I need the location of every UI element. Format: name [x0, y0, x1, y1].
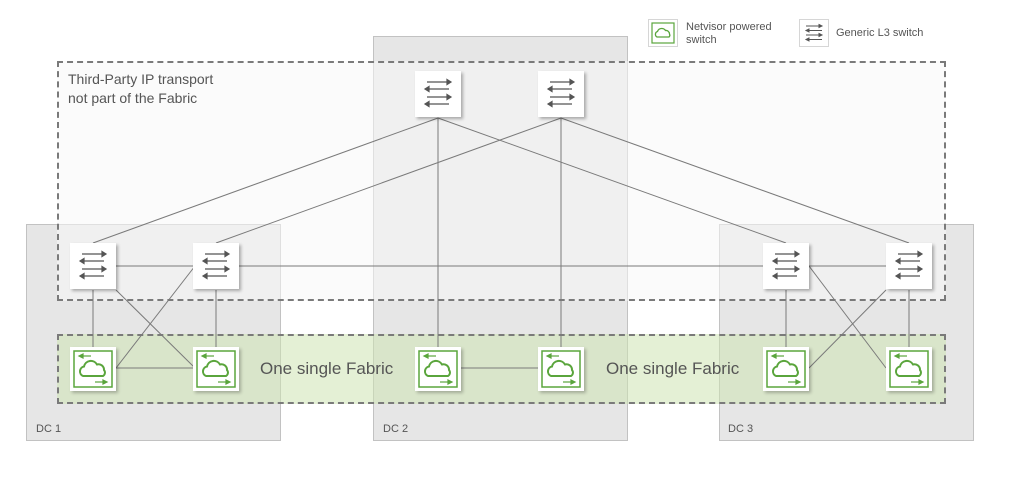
- generic-l3-switch-icon: [201, 250, 231, 280]
- dc1-leaf-switch-2[interactable]: [193, 243, 239, 289]
- netvisor-switch-icon: [73, 350, 113, 388]
- ip-transport-label-line2: not part of the Fabric: [68, 90, 198, 106]
- netvisor-switch-icon: [889, 350, 929, 388]
- netvisor-switch-icon: [648, 19, 678, 47]
- ip-transport-label-line1: Third-Party IP transport: [68, 71, 214, 87]
- link-core1-dc3a: [437, 117, 787, 244]
- netvisor-switch-icon: [196, 350, 236, 388]
- dc3-leaf-switch-1[interactable]: [763, 243, 809, 289]
- generic-l3-switch-icon: [546, 78, 576, 108]
- fabric-label-left: One single Fabric: [260, 359, 394, 378]
- dc1-leaf-switch-1[interactable]: [70, 243, 116, 289]
- link-dc3a-nv2: [808, 265, 887, 369]
- generic-l3-switch-icon: [423, 78, 453, 108]
- netvisor-switch-icon: [418, 350, 458, 388]
- dc1-netvisor-switch-2[interactable]: [193, 347, 239, 391]
- dc1-netvisor-switch-1[interactable]: [70, 347, 116, 391]
- netvisor-switch-icon: [766, 350, 806, 388]
- dc3-netvisor-switch-2[interactable]: [886, 347, 932, 391]
- dc3-leaf-switch-2[interactable]: [886, 243, 932, 289]
- netvisor-switch-icon: [541, 350, 581, 388]
- dc3-label: DC 3: [728, 423, 754, 435]
- link-dc1b-nv1: [115, 265, 196, 369]
- link-dc3b-nv1: [808, 289, 887, 369]
- legend-netvisor-label: Netvisor powered switch: [686, 21, 772, 46]
- dc3-netvisor-switch-1[interactable]: [763, 347, 809, 391]
- core-switch-1[interactable]: [415, 71, 461, 117]
- dc2-label: DC 2: [383, 423, 409, 435]
- generic-l3-switch-icon: [799, 19, 829, 47]
- fabric-label-right: One single Fabric: [606, 359, 740, 378]
- generic-l3-switch-icon: [771, 250, 801, 280]
- dc2-netvisor-switch-2[interactable]: [538, 347, 584, 391]
- legend-generic-label: Generic L3 switch: [836, 27, 924, 39]
- generic-l3-switch-icon: [894, 250, 924, 280]
- ip-transport-label: Third-Party IP transport not part of the…: [68, 70, 213, 108]
- generic-l3-switch-icon: [78, 250, 108, 280]
- core-switch-2[interactable]: [538, 71, 584, 117]
- dc2-netvisor-switch-1[interactable]: [415, 347, 461, 391]
- link-dc1a-nv2: [115, 289, 196, 369]
- link-core1-dc1a: [92, 117, 439, 244]
- dc1-label: DC 1: [36, 423, 62, 435]
- link-core2-dc3b: [560, 117, 910, 244]
- link-core2-dc1b: [215, 117, 562, 244]
